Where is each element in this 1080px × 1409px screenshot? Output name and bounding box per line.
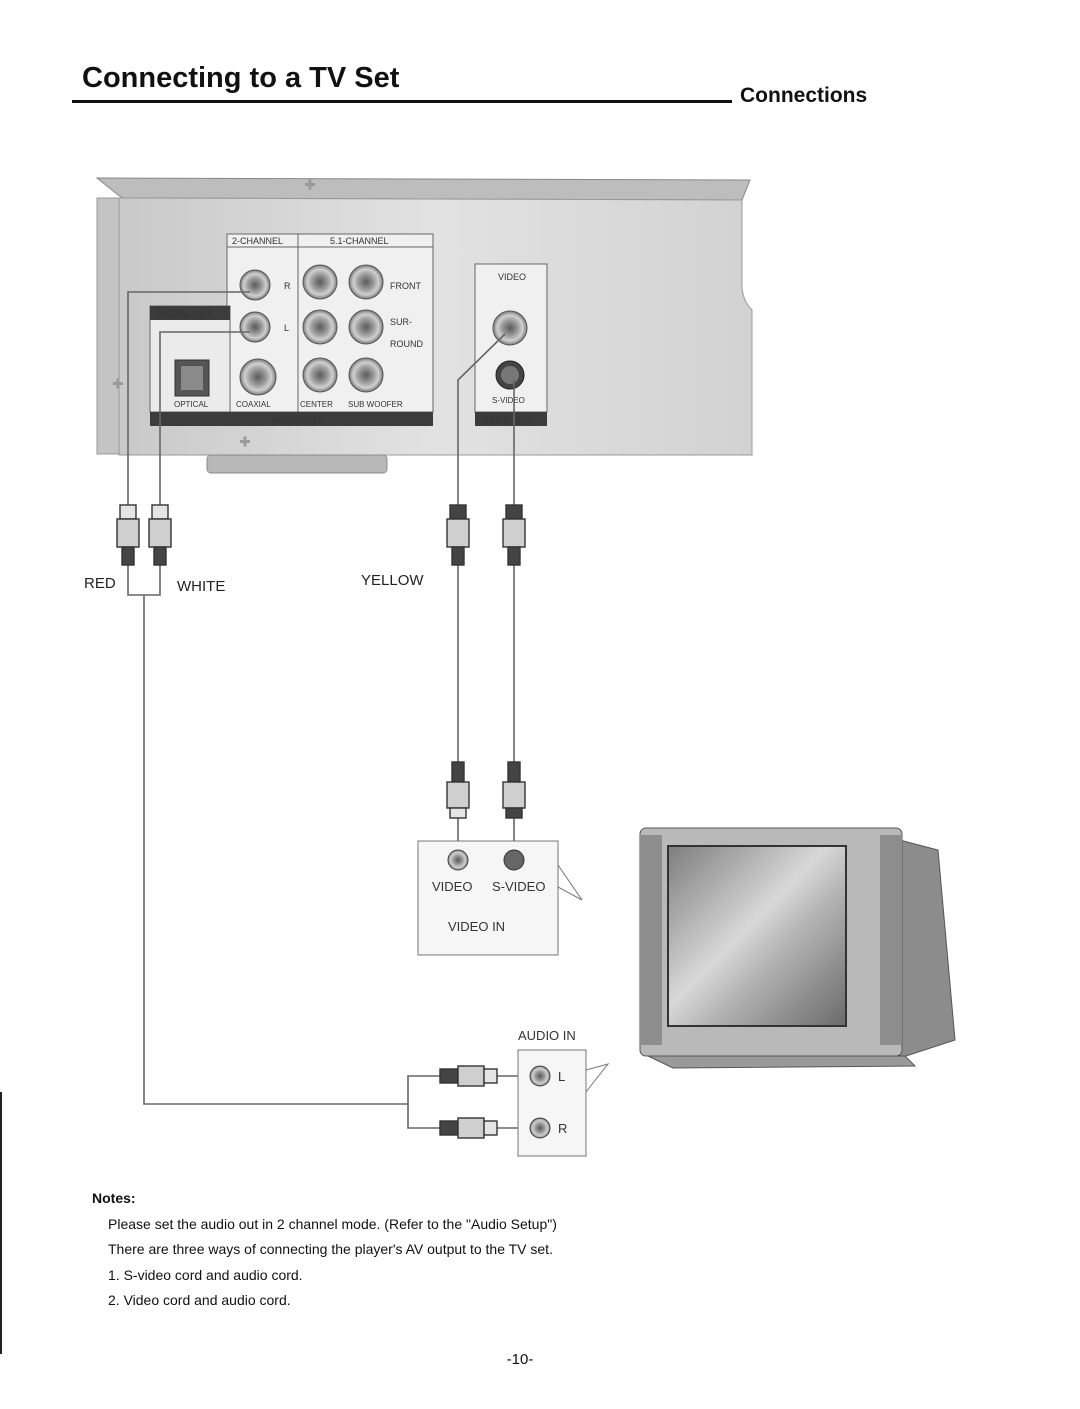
optical-label: OPTICAL <box>174 400 209 409</box>
plug-connectors <box>116 504 526 819</box>
svideo-jack-label: S-VIDEO <box>492 396 525 405</box>
notes-heading: Notes: <box>92 1190 136 1206</box>
tv-audio-in-label: AUDIO IN <box>518 1028 576 1043</box>
note-line: Please set the audio out in 2 channel mo… <box>108 1215 557 1232</box>
tv-video-label: VIDEO <box>432 879 472 894</box>
surround-label-2: ROUND <box>390 339 423 349</box>
jack-l-label: L <box>284 323 289 333</box>
red-cable-label: RED <box>84 575 116 592</box>
red-cable <box>127 291 250 505</box>
note-line: 2. Video cord and audio cord. <box>108 1292 291 1308</box>
page-number: -10- <box>506 1351 534 1368</box>
subwoofer-label: SUB WOOFER <box>348 400 403 409</box>
tv-audio-in-panel: AUDIO IN L R <box>517 1028 610 1157</box>
jack-r-label: R <box>284 281 291 291</box>
section-title: Connections <box>740 84 868 107</box>
2-channel-label: 2-CHANNEL <box>232 236 283 246</box>
coaxial-label: COAXIAL <box>236 400 271 409</box>
player-rear-panel: DIGITAL OUT AUDIO OUT 2-CHANNEL 5.1-CHAN… <box>95 177 753 474</box>
tv-video-in-panel: VIDEO S-VIDEO VIDEO IN <box>417 840 583 956</box>
tv-audio-l-label: L <box>558 1069 565 1084</box>
center-label: CENTER <box>300 400 333 409</box>
video-jack-label: VIDEO <box>498 272 526 282</box>
note-line: There are three ways of connecting the p… <box>108 1241 553 1257</box>
front-label: FRONT <box>390 281 421 291</box>
note-line: 1. S-video cord and audio cord. <box>108 1266 303 1283</box>
audio-out-label: AUDIO OUT <box>272 415 323 425</box>
yellow-cable-top <box>457 333 506 505</box>
margin-bar <box>0 1092 2 1354</box>
digital-out-label: DIGITAL OUT <box>156 309 212 319</box>
tv-set-illustration <box>639 827 956 1069</box>
surround-label-1: SUR- <box>390 317 412 327</box>
tv-audio-r-label: R <box>558 1121 567 1136</box>
notes-section: Notes: Please set the audio out in 2 cha… <box>92 1186 557 1314</box>
video-out-label: VIDEO OUT <box>483 415 533 425</box>
page-title: Connecting to a TV Set <box>82 62 400 94</box>
white-cable-label: WHITE <box>177 578 226 595</box>
cables <box>127 291 528 1129</box>
title-underline <box>72 100 732 103</box>
5-1-channel-label: 5.1-CHANNEL <box>330 236 389 246</box>
audio-in-plugs <box>439 1065 498 1139</box>
white-cable <box>159 331 250 505</box>
tv-video-in-label: VIDEO IN <box>448 919 505 934</box>
yellow-cable-label: YELLOW <box>361 572 424 589</box>
tv-svideo-label: S-VIDEO <box>492 879 545 894</box>
